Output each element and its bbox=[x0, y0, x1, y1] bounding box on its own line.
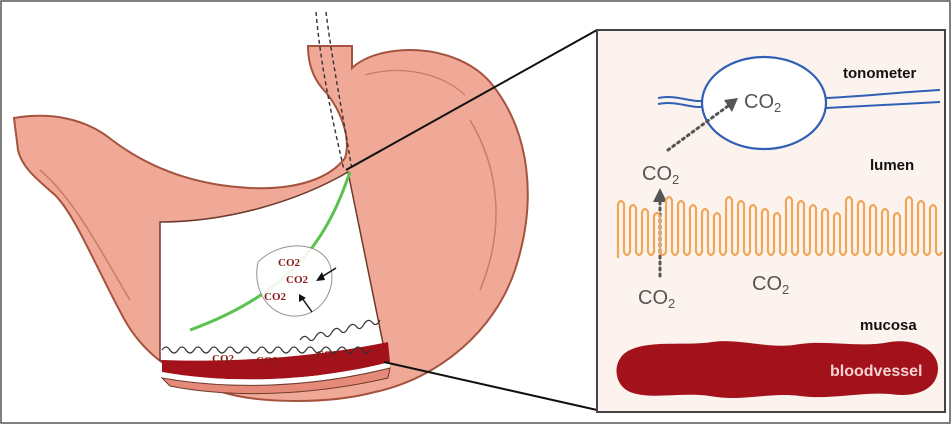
co2-label-gas2: CO2 bbox=[286, 274, 309, 286]
bloodvessel-label: bloodvessel bbox=[830, 363, 922, 380]
co2-label-mucosa3: CO2 bbox=[316, 349, 339, 361]
co2-label-gas3: CO2 bbox=[264, 291, 287, 303]
mucosa-label: mucosa bbox=[860, 317, 917, 334]
co2-label-mucosa1: CO2 bbox=[212, 353, 235, 365]
tonometer-label: tonometer bbox=[843, 65, 917, 82]
lumen-label: lumen bbox=[870, 157, 914, 174]
detail-panel: tonometer lumen CO2 CO2 CO2 CO2 mucosa b… bbox=[597, 30, 945, 412]
co2-label-mucosa2: CO2 bbox=[256, 355, 279, 367]
co2-label-gas1: CO2 bbox=[278, 257, 301, 269]
